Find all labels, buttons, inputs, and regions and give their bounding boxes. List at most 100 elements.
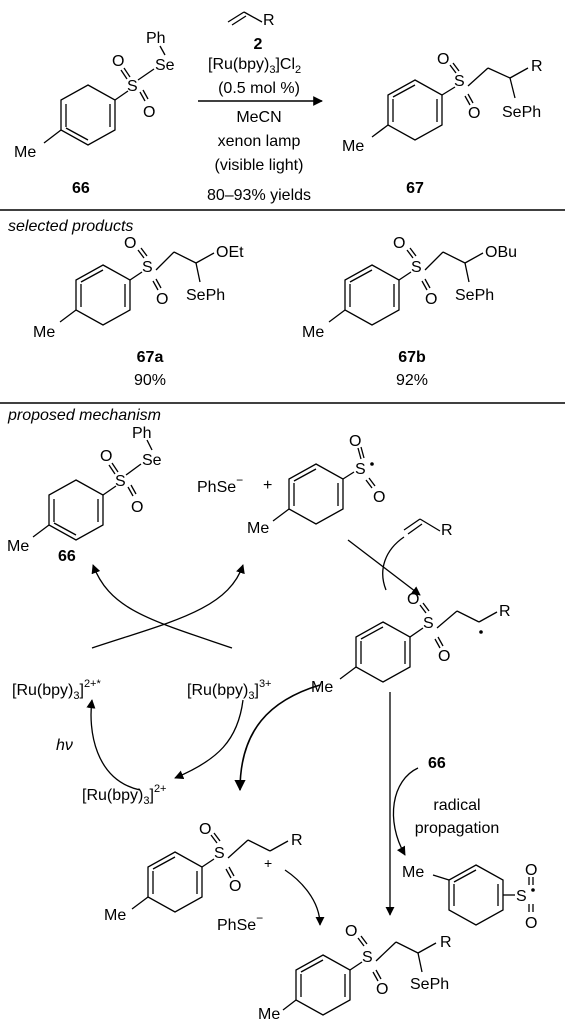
regen-o1: O xyxy=(525,862,537,879)
adduct-radical: S O O R Me xyxy=(311,591,511,696)
phse-anion-2: PhSe− xyxy=(217,911,263,934)
ru-excited: [Ru(bpy)3]2+* xyxy=(12,678,101,702)
radical-s: S xyxy=(355,461,366,478)
propagation-label-1: radical xyxy=(433,797,480,814)
ru-two: [Ru(bpy)3]2+ xyxy=(82,783,166,807)
cation-plus: + xyxy=(264,855,272,871)
radical-o2: O xyxy=(373,489,385,506)
reactant-se: Se xyxy=(155,57,175,74)
conditions-alkene-r: R xyxy=(263,12,275,29)
mech66-s: S xyxy=(115,473,126,490)
67b-label: 67b xyxy=(398,349,426,366)
regen-me: Me xyxy=(402,864,424,881)
hv-label: hν xyxy=(56,737,73,754)
reactant-me: Me xyxy=(14,144,36,161)
final-product: S O O R SePh Me xyxy=(258,923,452,1023)
adduct-o2: O xyxy=(438,648,450,665)
final-r: R xyxy=(440,934,452,951)
67b-s: S xyxy=(411,259,422,276)
67b-obu: OBu xyxy=(485,244,517,261)
reagent-66-label: 66 xyxy=(428,755,446,772)
mech66-me: Me xyxy=(7,538,29,555)
conditions-yields: 80–93% yields xyxy=(207,187,311,204)
conditions-catalyst: [Ru(bpy)3]Cl2 xyxy=(208,56,301,76)
product-s: S xyxy=(454,73,465,90)
cation-me: Me xyxy=(104,907,126,924)
radical-dot xyxy=(370,462,374,466)
propagation-label-2: propagation xyxy=(415,820,500,837)
product-me: Me xyxy=(342,138,364,155)
mech66-label: 66 xyxy=(58,548,76,565)
cation-s: S xyxy=(214,845,225,862)
hv-arrow xyxy=(86,699,141,791)
reactant-66: Ph Se S O O Me 66 xyxy=(14,30,175,197)
reactant-label: 66 xyxy=(72,180,90,197)
final-s: S xyxy=(362,949,373,966)
ru3-to-ru2-arrow xyxy=(174,699,244,780)
regen-o2: O xyxy=(525,915,537,932)
product-67b: S O O OBu SePh Me 67b 92% xyxy=(302,235,517,389)
sulfonyl-radical: S O O Me xyxy=(247,433,385,537)
reactant-o1: O xyxy=(112,53,124,70)
adduct-me: Me xyxy=(311,679,333,696)
product-seph: SePh xyxy=(502,104,541,121)
adduct-r: R xyxy=(499,603,511,620)
conditions-light-2: (visible light) xyxy=(215,157,304,174)
product-o1: O xyxy=(437,51,449,68)
product-r: R xyxy=(531,58,543,75)
conditions-light-1: xenon lamp xyxy=(218,133,301,150)
67a-o1: O xyxy=(124,235,136,252)
alkene-r: R xyxy=(441,522,453,539)
mech66-se: Se xyxy=(142,452,162,469)
carbocation-intermediate: S O O R + Me xyxy=(104,821,303,924)
propagation-curve xyxy=(392,767,419,856)
adduct-s: S xyxy=(423,615,434,632)
conditions-loading: (0.5 mol %) xyxy=(218,80,300,97)
ru-three: [Ru(bpy)3]3+ xyxy=(187,678,271,702)
final-me: Me xyxy=(258,1006,280,1023)
radical-me: Me xyxy=(247,520,269,537)
cycle-arc-to-66 xyxy=(91,564,233,649)
67b-seph: SePh xyxy=(455,287,494,304)
cation-r: R xyxy=(291,832,303,849)
67a-o2: O xyxy=(156,291,168,308)
mechanism-heading: proposed mechanism xyxy=(7,407,161,424)
radical-oxidation-arrow xyxy=(234,684,321,792)
mechanism-alkene: R xyxy=(403,518,453,539)
radical-addition-arrow xyxy=(347,539,421,596)
product-67: S O O R SePh Me 67 xyxy=(342,51,543,197)
67a-label: 67a xyxy=(137,349,164,366)
cycle-arc-to-radical xyxy=(91,564,245,649)
regen-s: S xyxy=(516,888,527,905)
67b-o1: O xyxy=(393,235,405,252)
regenerated-sulfonyl-radical: Me S O O xyxy=(402,862,537,932)
phse-anion: PhSe− xyxy=(197,473,243,496)
conditions-reagent-label: 2 xyxy=(254,36,263,53)
67b-yield: 92% xyxy=(396,372,428,389)
mech66-o1: O xyxy=(100,448,112,465)
67a-me: Me xyxy=(33,324,55,341)
alkene-addition-curve xyxy=(382,536,405,591)
regen-radical-dot xyxy=(531,888,535,892)
product-label: 67 xyxy=(406,180,424,197)
conditions-solvent: MeCN xyxy=(236,109,281,126)
product-67a: S O O OEt SePh Me 67a 90% xyxy=(33,235,244,389)
phse-attack-arrow xyxy=(284,869,325,926)
mechanism-66: Ph Se S O O Me 66 xyxy=(7,425,162,565)
67a-s: S xyxy=(142,259,153,276)
adduct-radical-dot xyxy=(479,630,483,634)
final-o1: O xyxy=(345,923,357,940)
67a-seph: SePh xyxy=(186,287,225,304)
reactant-ph: Ph xyxy=(146,30,166,47)
product-o2: O xyxy=(468,105,480,122)
67b-o2: O xyxy=(425,291,437,308)
plus-sign: + xyxy=(263,477,272,494)
photocatalytic-cycle-arrows xyxy=(86,536,421,926)
cation-o1: O xyxy=(199,821,211,838)
67a-oet: OEt xyxy=(216,244,244,261)
selected-heading: selected products xyxy=(8,218,133,235)
67b-me: Me xyxy=(302,324,324,341)
mech66-ph: Ph xyxy=(132,425,152,442)
reaction-conditions: R 2 [Ru(bpy)3]Cl2 (0.5 mol %) MeCN xenon… xyxy=(198,11,323,204)
